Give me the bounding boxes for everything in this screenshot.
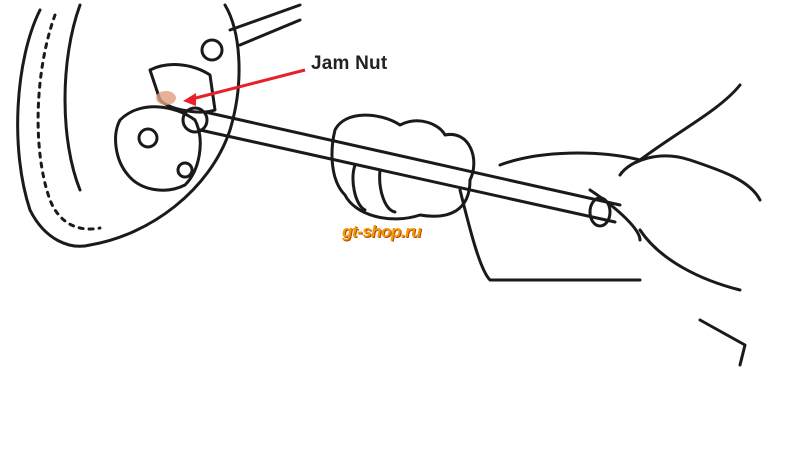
watermark: gt-shop.ru [342,222,422,241]
jam-nut-highlight [156,91,176,105]
slide-hammer-rod [198,110,622,224]
callout-arrowhead [183,93,196,106]
left-hand [330,113,476,221]
right-hand [498,83,762,367]
callout-arrow [187,68,306,102]
jam-nut-label: Jam Nut [311,53,388,74]
hub-assembly [114,105,202,192]
brake-backing-plate [16,3,241,248]
